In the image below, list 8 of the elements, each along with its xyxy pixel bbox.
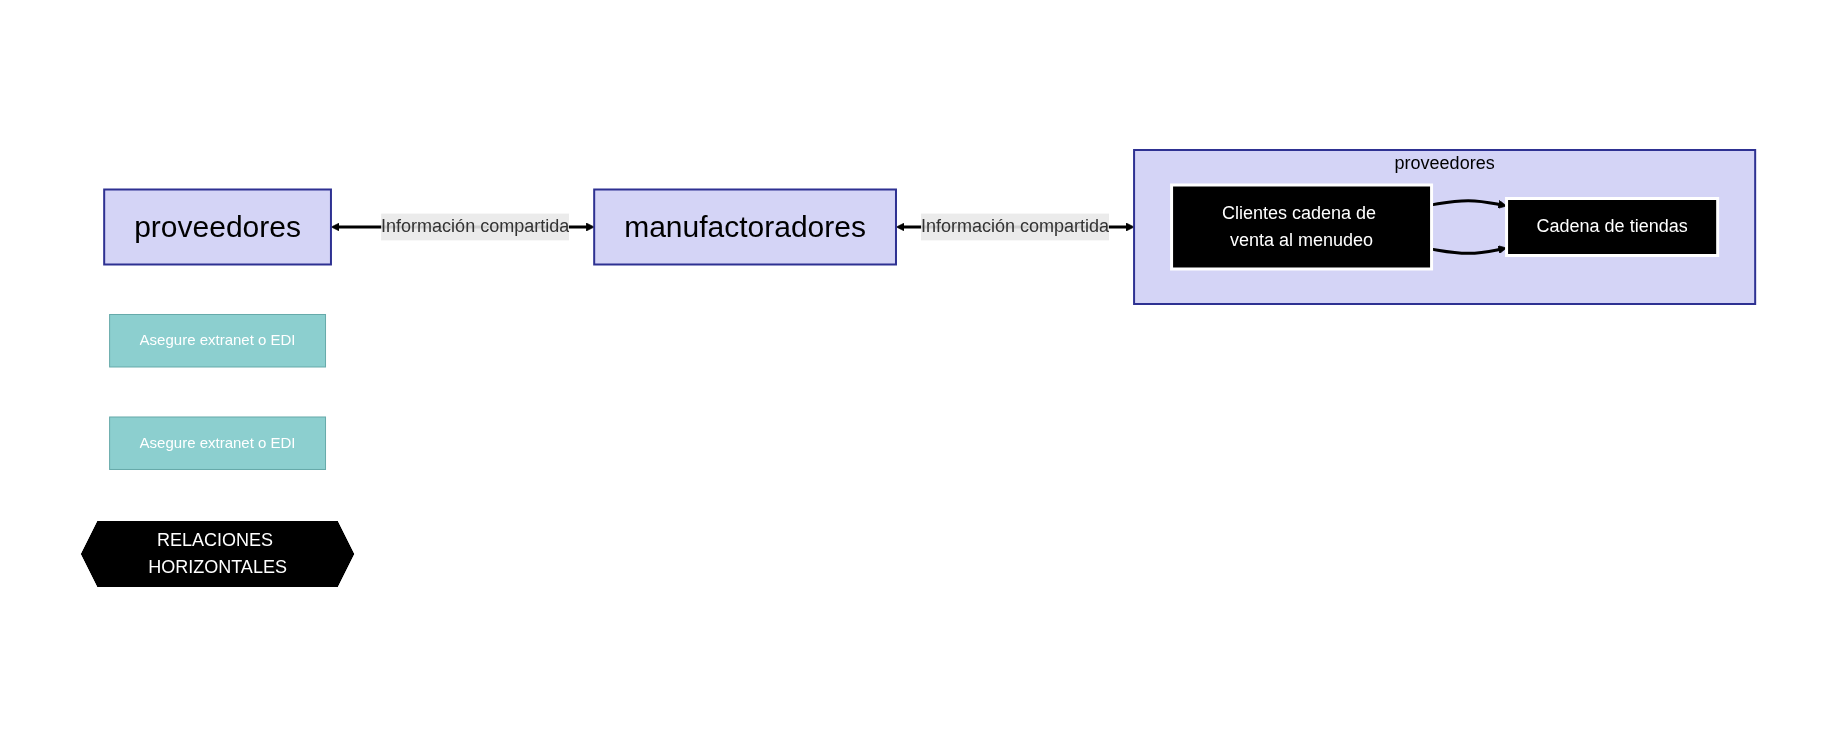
edge-label: Información compartida: [921, 216, 1110, 237]
node-box: proveedores: [103, 188, 333, 266]
node-box: Clientes cadena de venta al menudeo: [1170, 183, 1434, 271]
node-box: manufactoradores: [593, 188, 898, 266]
node-box: Asegure extranet o EDI: [109, 314, 327, 368]
edge-label: Información compartida: [381, 216, 570, 237]
node-box: Cadena de tiendas: [1505, 197, 1720, 258]
node-box: Asegure extranet o EDI: [109, 416, 327, 471]
